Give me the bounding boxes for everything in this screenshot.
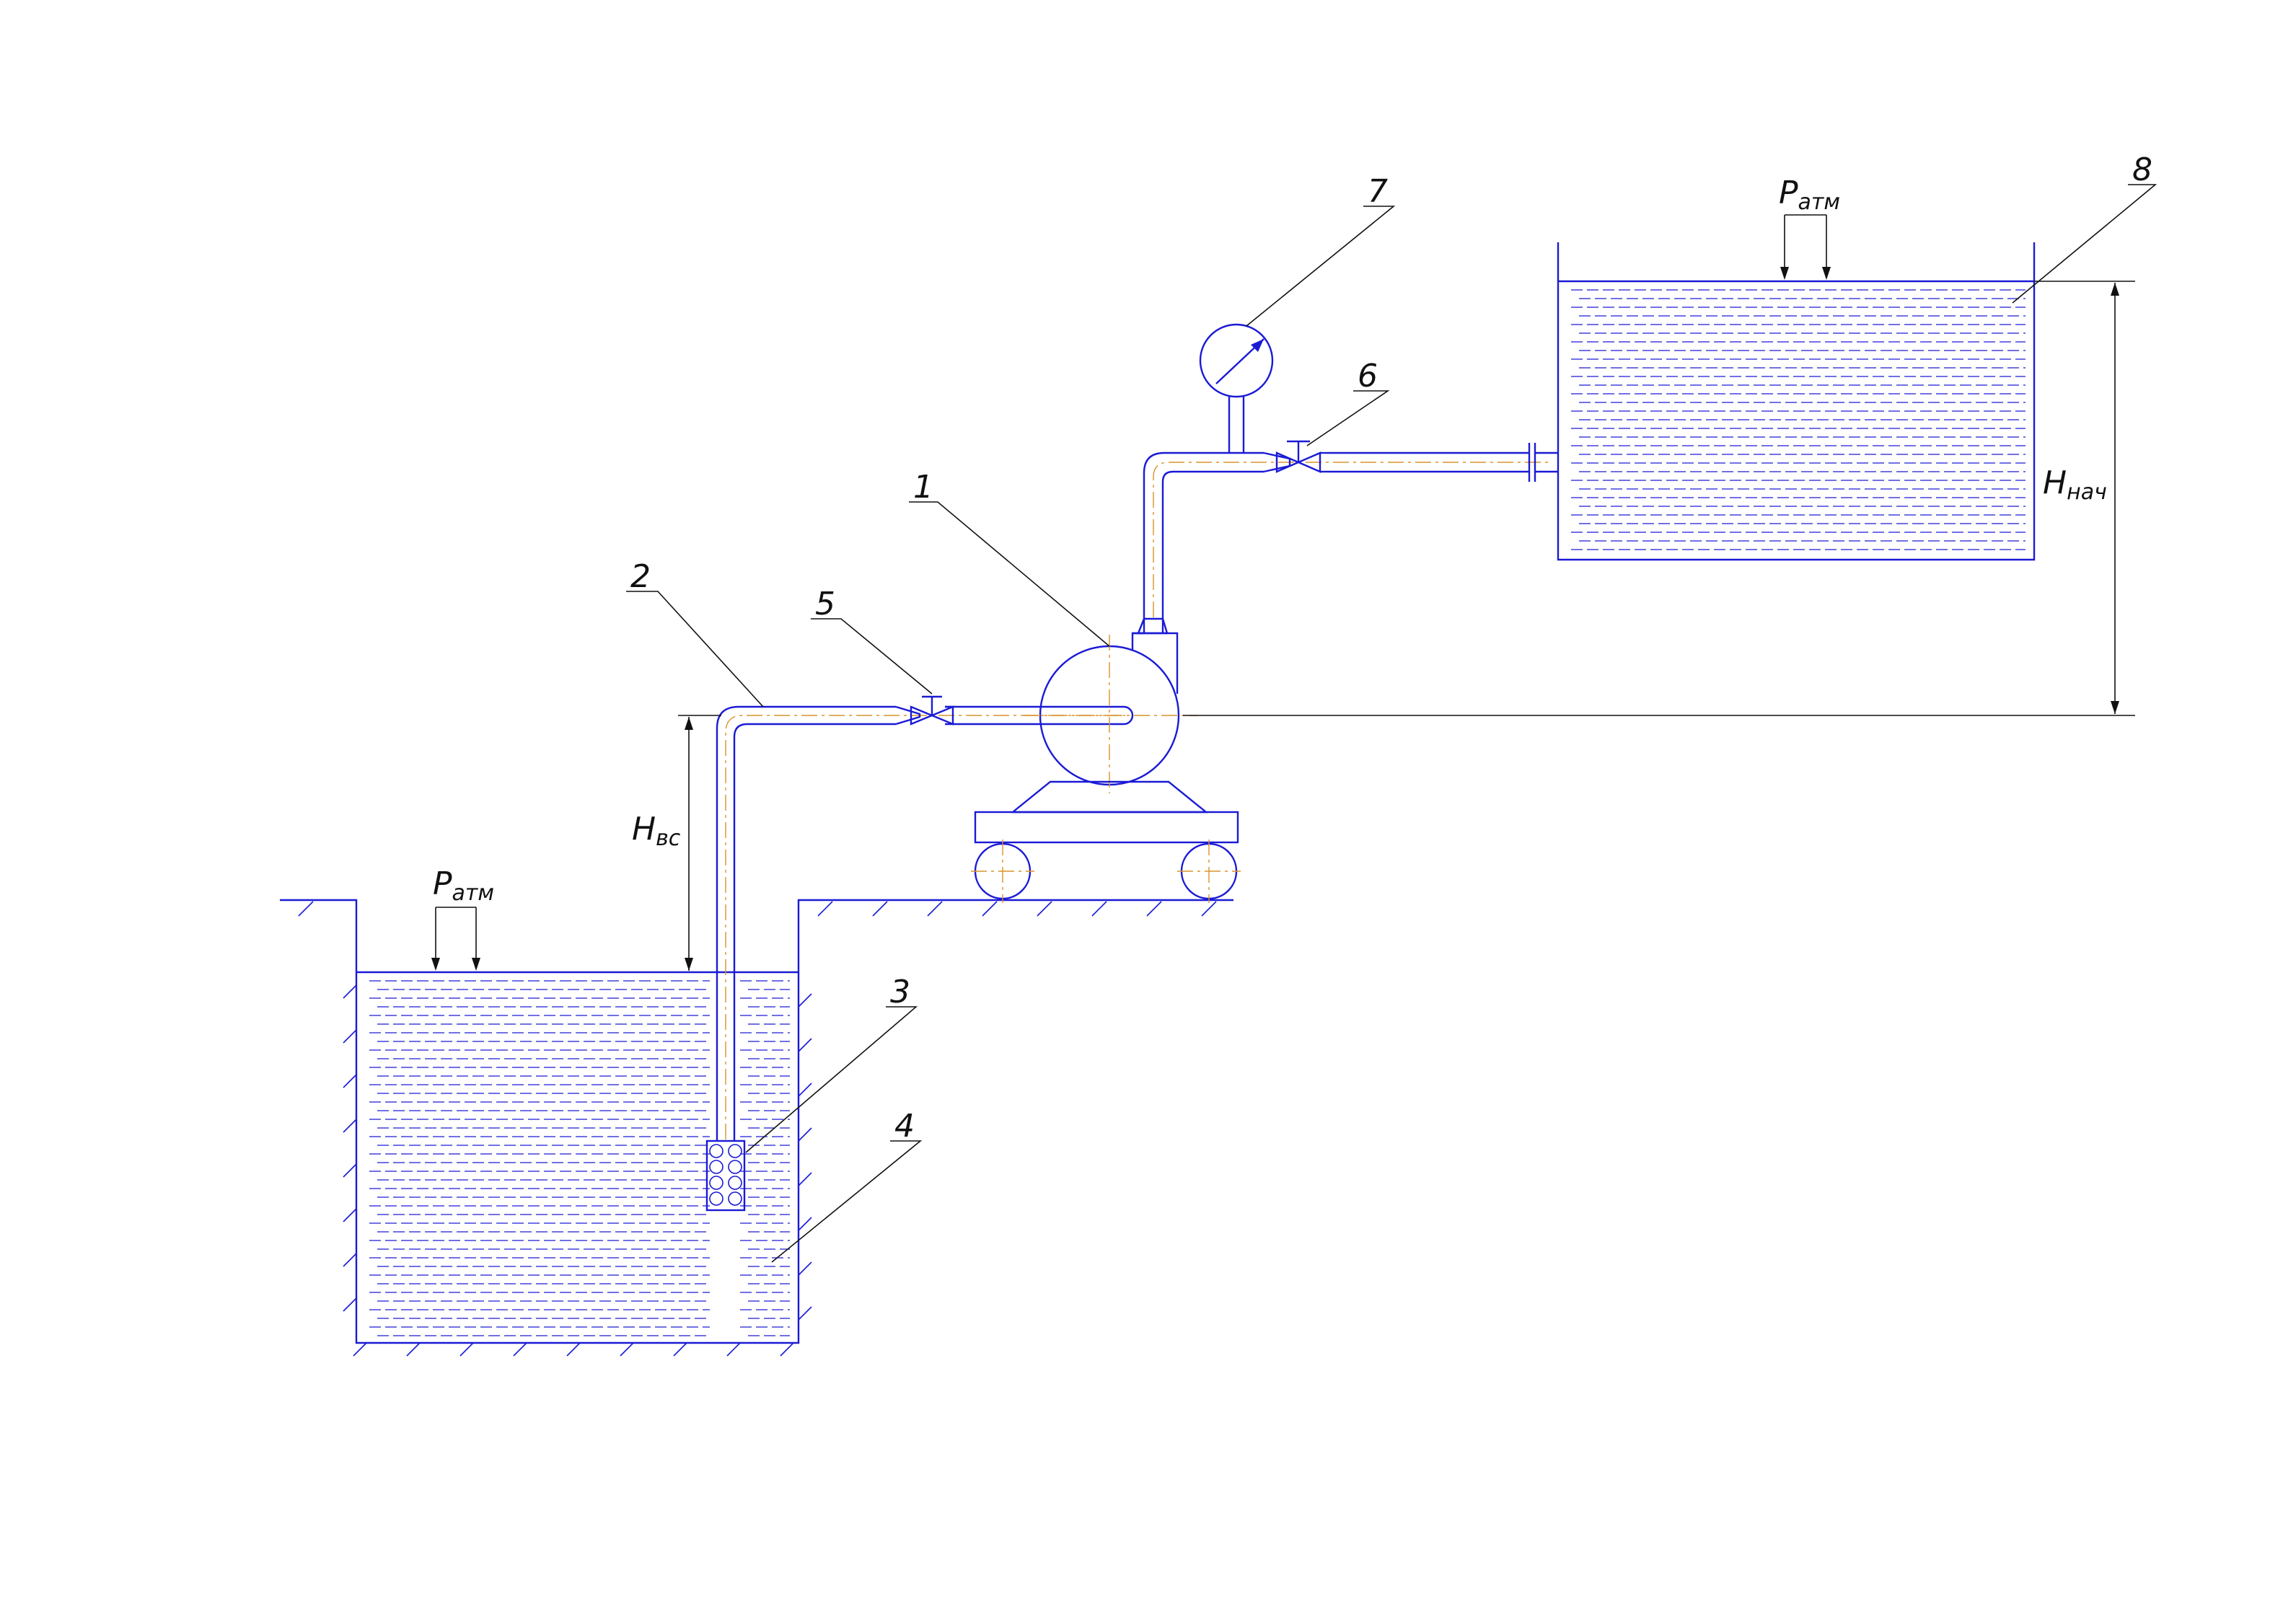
discharge-pipe bbox=[1143, 443, 1558, 617]
pump bbox=[971, 617, 1241, 903]
label-5: 5 bbox=[815, 586, 835, 622]
suction-pipe bbox=[716, 705, 1134, 1141]
strainer bbox=[705, 1140, 746, 1212]
atm-pressure-arrows-upper bbox=[1780, 214, 1831, 280]
upper-tank bbox=[1557, 242, 2036, 561]
atm-pressure-arrows-lower bbox=[431, 907, 480, 971]
suction-height-label: Hвс bbox=[632, 811, 681, 851]
label-8: 8 bbox=[2132, 151, 2152, 188]
suction-height-dimension bbox=[678, 715, 721, 971]
ground bbox=[280, 899, 1233, 972]
lower-reservoir bbox=[343, 971, 812, 1357]
atm-pressure-label-upper: Pатм bbox=[1779, 175, 1840, 215]
label-7: 7 bbox=[1368, 173, 1388, 210]
initial-head-dimension bbox=[1183, 281, 2135, 716]
discharge-valve bbox=[1275, 440, 1327, 473]
suction-valve bbox=[910, 695, 954, 726]
label-6: 6 bbox=[1358, 358, 1378, 395]
label-2: 2 bbox=[630, 558, 651, 595]
label-1: 1 bbox=[913, 469, 933, 506]
pressure-gauge bbox=[1199, 323, 1274, 453]
initial-head-label: Hнач bbox=[2043, 464, 2107, 505]
label-4: 4 bbox=[894, 1108, 915, 1145]
atm-pressure-label-lower: Pатм bbox=[433, 865, 494, 906]
label-3: 3 bbox=[890, 974, 910, 1010]
leader-lines bbox=[626, 184, 2158, 1263]
